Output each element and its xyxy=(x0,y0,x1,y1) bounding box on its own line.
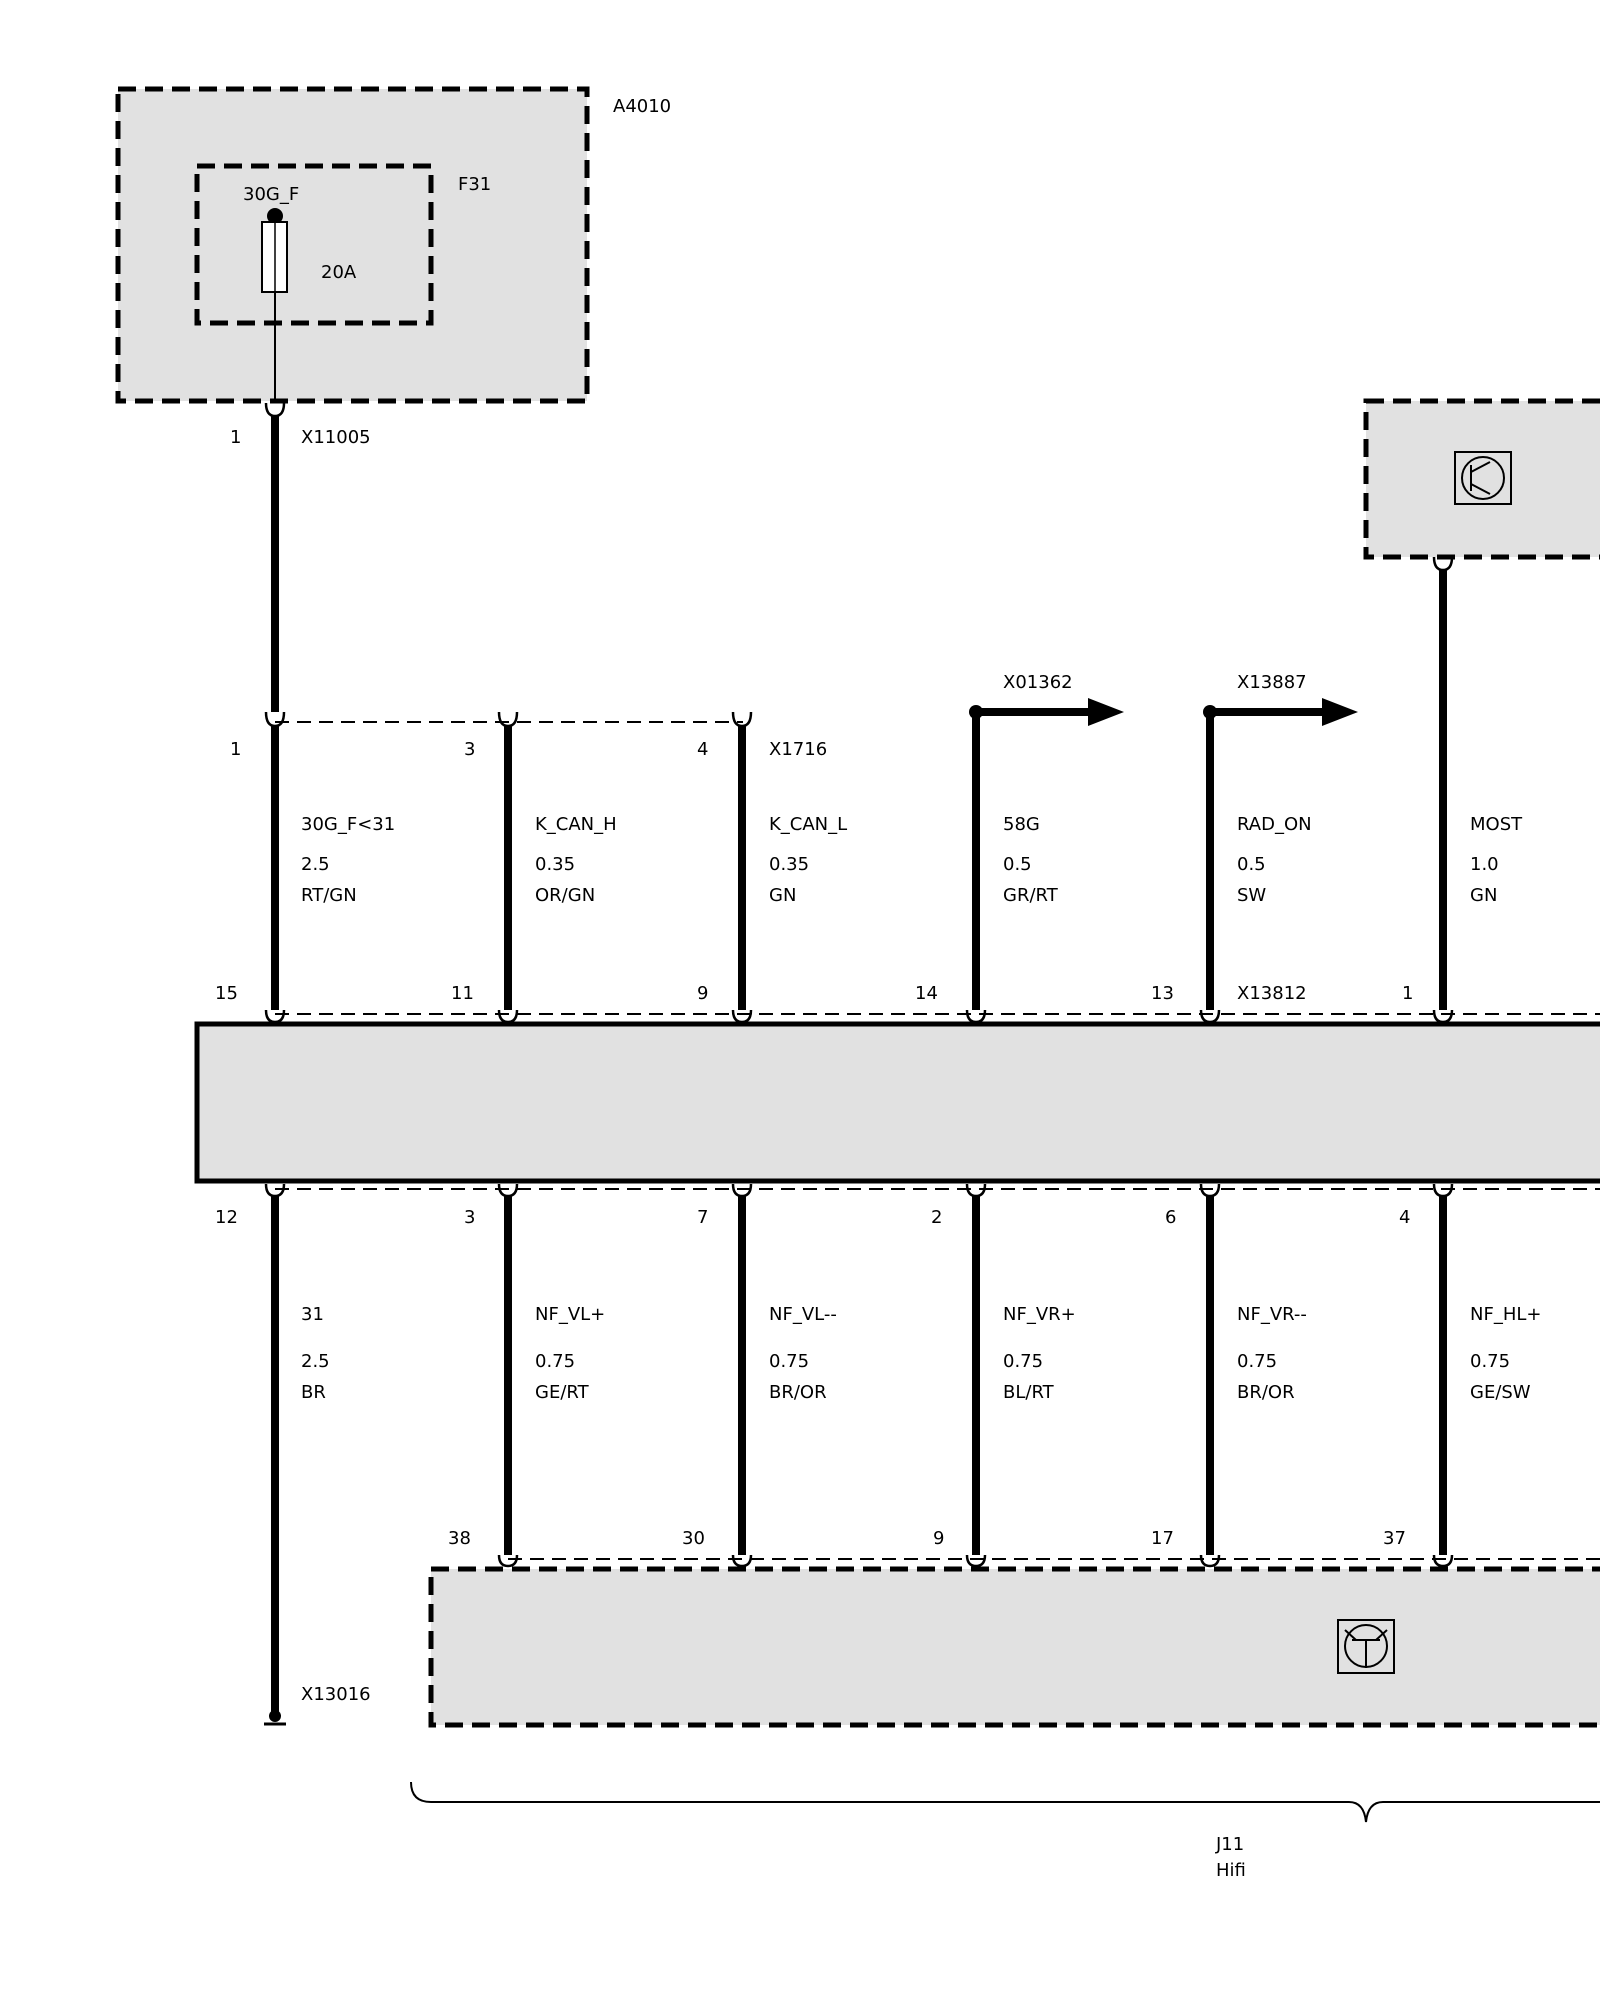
x1716-pin-4: 4 xyxy=(697,739,708,760)
arrow-right-icon xyxy=(1322,698,1358,726)
wire-color-label: BL/RT xyxy=(1003,1382,1055,1403)
x1716-pin-1: 1 xyxy=(230,739,241,760)
module-a4010-label: A4010 xyxy=(613,96,671,117)
module-a4010[interactable]: A4010 xyxy=(115,86,671,404)
pin-number: 9 xyxy=(933,1528,944,1549)
wire-color-label: GE/SW xyxy=(1470,1382,1531,1403)
pin-number: 6 xyxy=(1165,1207,1176,1228)
wire-gauge-label: 0.75 xyxy=(1003,1351,1043,1372)
pin-number: 14 xyxy=(915,983,938,1004)
fuse-rating-label: 20A xyxy=(321,262,357,283)
wire-gauge-label: 1.0 xyxy=(1470,854,1499,875)
wire-signal-label: NF_VL-- xyxy=(769,1304,837,1325)
transistor-icon xyxy=(1337,1619,1395,1674)
module-hifi-amplifier[interactable] xyxy=(428,1566,1600,1728)
pin-number: 12 xyxy=(215,1207,238,1228)
wire-signal-label: NF_VL+ xyxy=(535,1304,605,1325)
wire-color-label: BR xyxy=(301,1382,326,1403)
wire-gauge-label: 0.35 xyxy=(769,854,809,875)
pin-number: 11 xyxy=(451,983,474,1004)
lower-connector-pin-numbers: 12 3 7 2 6 4 xyxy=(215,1207,1410,1228)
x13812-pin-numbers: 15 11 9 14 13 1 xyxy=(215,983,1413,1004)
x11005-pin: 1 xyxy=(230,427,241,448)
wire-gauge-label: 2.5 xyxy=(301,1351,330,1372)
wire-signal-label: MOST xyxy=(1470,814,1523,835)
wire-color-label: GE/RT xyxy=(535,1382,590,1403)
x13812-pin-hooks xyxy=(264,1009,1454,1024)
wire-color-label: GN xyxy=(1470,885,1497,906)
x13812-label: X13812 xyxy=(1237,983,1307,1004)
wire-signal-label: RAD_ON xyxy=(1237,814,1312,835)
transistor-icon xyxy=(1454,451,1512,505)
pin-number: 37 xyxy=(1383,1528,1406,1549)
module-upper-right[interactable] xyxy=(1363,398,1600,560)
wire-signal-label: 31 xyxy=(301,1304,324,1325)
wire-gauge-label: 0.5 xyxy=(1003,854,1032,875)
pin-number: 13 xyxy=(1151,983,1174,1004)
lower-wire-group xyxy=(271,1196,1447,1716)
upper-wire-labels: 30G_F<31 2.5 RT/GN K_CAN_H 0.35 OR/GN K_… xyxy=(301,814,1523,906)
x01362-label: X01362 xyxy=(1003,672,1073,693)
pin-number: 7 xyxy=(697,1207,708,1228)
pin-number: 2 xyxy=(931,1207,942,1228)
x13887-label: X13887 xyxy=(1237,672,1307,693)
hifi-connector-pin-hooks xyxy=(497,1554,1454,1568)
pin-number: 38 xyxy=(448,1528,471,1549)
pin-number: 4 xyxy=(1399,1207,1410,1228)
pin-number: 15 xyxy=(215,983,238,1004)
fuse-terminal-label: 30G_F xyxy=(243,184,299,205)
component-name: Hifi xyxy=(1216,1860,1246,1881)
wire-gauge-label: 0.35 xyxy=(535,854,575,875)
component-id: J11 xyxy=(1215,1834,1244,1855)
wire-signal-label: NF_VR-- xyxy=(1237,1304,1307,1325)
wire-color-label: GN xyxy=(769,885,796,906)
wire-signal-label: K_CAN_H xyxy=(535,814,617,835)
ground-x13016[interactable]: X13016 xyxy=(264,1684,371,1726)
wire-color-label: BR/OR xyxy=(1237,1382,1295,1403)
hifi-connector-pin-numbers: 38 30 9 17 37 xyxy=(448,1528,1406,1549)
upper-wire-group xyxy=(271,570,1447,1010)
ground-label: X13016 xyxy=(301,1684,371,1705)
pin-number: 1 xyxy=(1402,983,1413,1004)
component-brace-j11: J11 Hifi xyxy=(410,1781,1600,1881)
wire-gauge-label: 0.5 xyxy=(1237,854,1266,875)
wire-signal-label: NF_VR+ xyxy=(1003,1304,1076,1325)
x11005-pin-hook xyxy=(264,402,286,418)
wire-color-label: SW xyxy=(1237,885,1266,906)
wire-signal-label: 58G xyxy=(1003,814,1040,835)
pin-number: 30 xyxy=(682,1528,705,1549)
wire-signal-label: K_CAN_L xyxy=(769,814,847,835)
x1716-pin-3: 3 xyxy=(464,739,475,760)
wire-color-label: OR/GN xyxy=(535,885,595,906)
pin-number: 3 xyxy=(464,1207,475,1228)
wire-signal-label: NF_HL+ xyxy=(1470,1304,1541,1325)
lower-wire-labels: 31 2.5 BR NF_VL+ 0.75 GE/RT NF_VL-- 0.75… xyxy=(301,1304,1541,1403)
wire-signal-label: 30G_F<31 xyxy=(301,814,395,835)
wire-gauge-label: 0.75 xyxy=(535,1351,575,1372)
pin-number: 9 xyxy=(697,983,708,1004)
arrow-right-icon xyxy=(1088,698,1124,726)
fuse-terminal-dot xyxy=(267,208,283,224)
main-control-module[interactable] xyxy=(194,1021,1600,1184)
x11005-label: X11005 xyxy=(301,427,371,448)
wire-color-label: RT/GN xyxy=(301,885,357,906)
wire-gauge-label: 0.75 xyxy=(769,1351,809,1372)
pin-number: 17 xyxy=(1151,1528,1174,1549)
x1716-pin-hooks xyxy=(264,711,753,728)
fuse-f31-label: F31 xyxy=(458,174,491,195)
wire-gauge-label: 0.75 xyxy=(1237,1351,1277,1372)
wire-gauge-label: 0.75 xyxy=(1470,1351,1510,1372)
connector-x01362[interactable]: X01362 xyxy=(969,672,1124,726)
x1716-label: X1716 xyxy=(769,739,827,760)
wire-gauge-label: 2.5 xyxy=(301,854,330,875)
connector-x13887[interactable]: X13887 xyxy=(1203,672,1358,726)
wire-color-label: GR/RT xyxy=(1003,885,1059,906)
wire-color-label: BR/OR xyxy=(769,1382,827,1403)
